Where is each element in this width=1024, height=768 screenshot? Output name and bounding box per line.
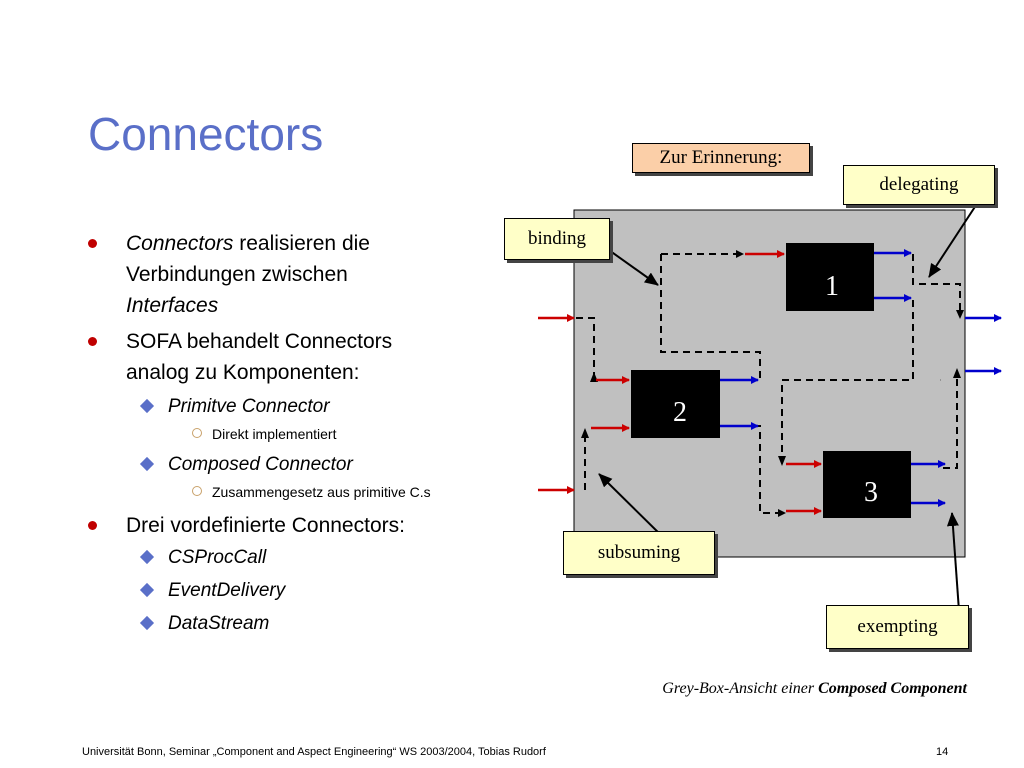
bullet-1-text: realisieren die (233, 232, 370, 255)
reminder-label: Zur Erinnerung: (632, 143, 810, 173)
bullet-2-line1: SOFA behandelt Connectors (126, 330, 393, 353)
component-2-number: 2 (673, 397, 687, 428)
component-3-number: 3 (864, 477, 878, 508)
bullet-dot (88, 337, 97, 346)
bullet-dot (88, 239, 97, 248)
binding-label: binding (504, 218, 610, 260)
delegating-label: delegating (843, 165, 995, 205)
diagram-caption: Grey-Box-Ansicht einer Composed Componen… (662, 680, 967, 697)
clock-bullet-icon (192, 486, 202, 496)
subsuming-label: subsuming (563, 531, 715, 575)
dashed-connectors (576, 253, 961, 514)
exempting-label: exempting (826, 605, 969, 649)
bullet-2-line2: analog zu Komponenten: (126, 361, 360, 384)
provided-arrows (720, 249, 1002, 507)
slide-title: Connectors (88, 108, 324, 160)
component-1 (786, 243, 874, 311)
bullet-dot (88, 521, 97, 530)
clock-bullet-icon (192, 428, 202, 438)
page-number: 14 (936, 746, 949, 758)
component-1-number: 1 (825, 271, 839, 302)
required-arrows (538, 250, 822, 515)
bullet-1-emphasis: Connectors (126, 232, 234, 255)
bullet-1-line2: Verbindungen zwischen (126, 263, 348, 286)
footer: Universität Bonn, Seminar „Component and… (82, 746, 546, 758)
bullet-1-line3: Interfaces (126, 294, 219, 317)
component-3 (823, 451, 911, 518)
component-2 (631, 370, 720, 438)
caption-bold: Composed Component (818, 680, 967, 697)
callout-arrows (598, 192, 985, 612)
